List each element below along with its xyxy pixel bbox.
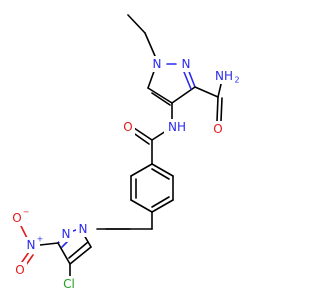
label-bg-nitro-n (24, 237, 40, 253)
bond-nh-cco (151, 130, 167, 141)
label-bg-n2b (59, 226, 73, 242)
label-bg-nh2 (212, 68, 242, 84)
label-bg-nh (164, 119, 190, 135)
bond-c5-c4 (147, 87, 173, 104)
label-bg-nitro-o (13, 262, 27, 278)
atom-n1-bottom: N (79, 222, 88, 236)
atom-n2-top: N (182, 57, 191, 71)
label-bg-o-minus (10, 210, 24, 226)
bond-nitro-o-double (25, 254, 34, 266)
bond-camide-o-double (220, 97, 223, 122)
atom-amide-o-mid: O (123, 120, 132, 134)
atom-nitro-n: N (27, 238, 36, 252)
bond-b4-b5-double (151, 196, 170, 208)
atom-nh-link: NH (168, 120, 186, 134)
atom-amide-nh: NH (215, 69, 233, 83)
atom-n2-bottom: N (62, 227, 71, 241)
label-bg-o-top (211, 121, 225, 137)
label-bg-o-mid (121, 119, 135, 135)
atom-n1-top: N (153, 57, 162, 71)
bond-nitro-o-minus (20, 225, 28, 239)
bond-b1-b2 (130, 163, 153, 177)
bond-n1-ch2 (144, 32, 156, 57)
atom-chlorine: Cl (63, 277, 75, 291)
bond-c5b-c4b-double (68, 241, 89, 259)
label-bg-cl (58, 276, 80, 292)
bond-b6-b1-double (151, 168, 170, 180)
atom-nitro-o-minus: O (12, 211, 21, 225)
bond-nitro-o (21, 251, 30, 263)
charge-nitro-minus: − (23, 208, 30, 217)
bond-c3-camide (194, 86, 219, 98)
bond-b6-b1 (151, 163, 174, 177)
bond-c4b-c3b (57, 242, 71, 265)
bond-b4-b5 (151, 199, 174, 213)
bond-c5b-c4b (69, 246, 92, 265)
bond-camide-o (216, 96, 219, 122)
bond-b3-b4 (130, 199, 153, 213)
label-bg-n1b (76, 221, 90, 237)
label-bg-n1 (150, 56, 164, 72)
atom-nitro-o: O (15, 263, 24, 277)
charge-nitro-plus: + (37, 235, 44, 244)
label-bg-n2 (179, 56, 193, 72)
bond-c5-c4-double (151, 92, 171, 106)
atom-amide-o-top: O (213, 122, 222, 136)
bond-c3-n2-double (183, 71, 192, 90)
molecule-structure: N N NH 2 O NH O N N N + O − O Cl (10, 14, 242, 292)
bond-ch2-ch3 (127, 14, 146, 34)
bond-c3b-nitro (39, 242, 59, 246)
atom-amide-sub: 2 (234, 76, 239, 85)
bond-cco-o (133, 127, 153, 141)
molecule-diagram: N N NH 2 O NH O N N N + O − O Cl (10, 14, 242, 292)
